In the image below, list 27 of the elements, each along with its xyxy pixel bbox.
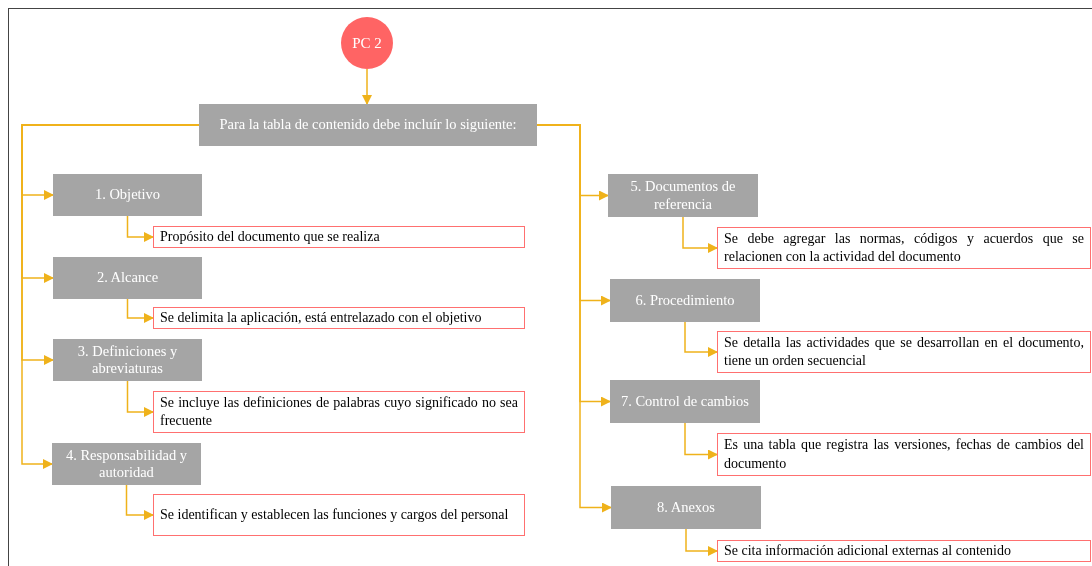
section-box: 3. Definiciones y abreviaturas — [53, 339, 202, 381]
arrow — [125, 484, 154, 520]
description-box: Se incluye las definiciones de palabras cuyo significado no sea frecuente — [153, 391, 525, 433]
description-box: Propósito del documento que se realiza — [153, 226, 525, 248]
section-box: 6. Procedimiento — [610, 279, 760, 322]
description-box: Se identifican y establecen las funciones y cargos del personal — [153, 494, 525, 536]
section-box: Para la tabla de contenido debe incluír lo siguiente: — [199, 104, 537, 146]
description-box: Es una tabla que registra las versiones, fechas de cambios del documento — [717, 433, 1091, 476]
section-box: 4. Responsabilidad y autoridad — [52, 443, 201, 485]
section-box: 2. Alcance — [53, 257, 202, 299]
arrow — [684, 321, 718, 357]
arrow — [362, 68, 372, 105]
description-box: Se debe agregar las normas, códigos y acuerdos que se relacionen con la actividad del documento — [717, 227, 1091, 269]
arrow — [685, 528, 718, 556]
arrow — [126, 215, 154, 242]
arrow — [682, 216, 718, 253]
description-box: Se delimita la aplicación, está entrelazado con el objetivo — [153, 307, 525, 329]
section-box: 5. Documentos de referencia — [608, 174, 758, 217]
section-box: 8. Anexos — [611, 486, 761, 529]
section-box: 7. Control de cambios — [610, 380, 760, 423]
arrow — [126, 380, 154, 417]
description-box: Se cita información adicional externas al contenido — [717, 540, 1091, 562]
arrow — [126, 298, 154, 323]
start-circle: PC 2 — [341, 17, 393, 69]
arrow — [684, 422, 718, 460]
description-box: Se detalla las actividades que se desarrollan en el documento, tiene un orden secuencial — [717, 331, 1091, 373]
section-box: 1. Objetivo — [53, 174, 202, 216]
